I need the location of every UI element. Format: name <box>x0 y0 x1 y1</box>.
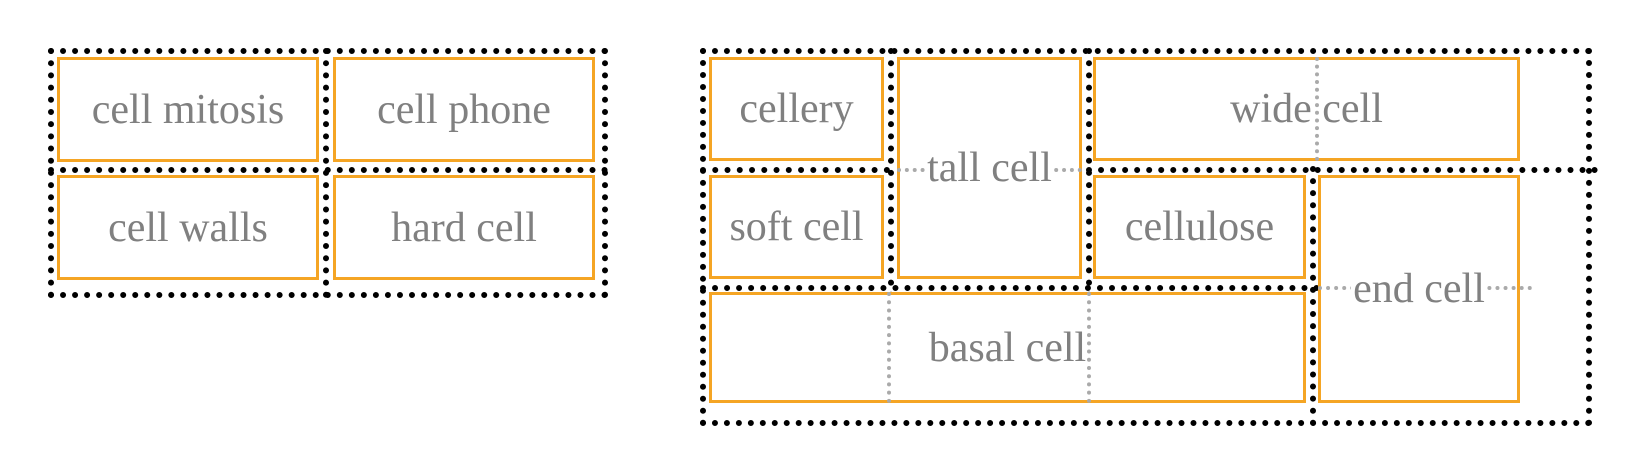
grid-cell-cellulose: cellulose <box>1093 175 1306 279</box>
column-line-1 <box>888 48 894 298</box>
grid-cell-soft: soft cell <box>709 175 884 279</box>
cell-label: wide cell <box>1230 86 1383 132</box>
column-line-2 <box>1086 48 1092 298</box>
grid-cell-end: end cell <box>1318 175 1532 403</box>
simple-grid-row-line <box>48 167 608 173</box>
spanning-grid: cellery tall cell wide cell soft cell ce… <box>700 48 1598 426</box>
cell-label: basal cell <box>928 324 1087 371</box>
cell-label: hard cell <box>391 204 537 251</box>
grid-cell-cellery: cellery <box>709 57 884 161</box>
cell-label: soft cell <box>729 204 864 250</box>
grid-cell: hard cell <box>333 175 595 280</box>
simple-grid-column-line <box>323 48 329 298</box>
cell-label: cell mitosis <box>91 86 285 133</box>
grid-cell-wide: wide cell <box>1093 57 1520 161</box>
grid-cell-tall: tall cell <box>897 57 1082 279</box>
implicit-column-line <box>887 292 891 403</box>
cell-label: cell phone <box>377 86 551 133</box>
cell-label: cell walls <box>108 204 268 251</box>
row-line-2 <box>700 285 1320 291</box>
grid-cell: cell walls <box>57 175 319 280</box>
column-line-3 <box>1310 166 1316 426</box>
implicit-column-line <box>1087 292 1091 403</box>
grid-cell: cell mitosis <box>57 57 319 162</box>
implicit-column-line <box>1315 57 1319 161</box>
simple-grid: cell mitosis cell phone cell walls hard … <box>48 48 608 298</box>
grid-cell-basal: basal cell <box>709 292 1306 403</box>
cell-label: cellulose <box>1124 204 1275 250</box>
grid-cell: cell phone <box>333 57 595 162</box>
row-line-1 <box>700 167 890 173</box>
row-line-1b <box>1086 167 1598 173</box>
cell-label: end cell <box>1351 265 1487 313</box>
cell-label: tall cell <box>925 144 1054 192</box>
cell-label: cellery <box>739 86 854 132</box>
